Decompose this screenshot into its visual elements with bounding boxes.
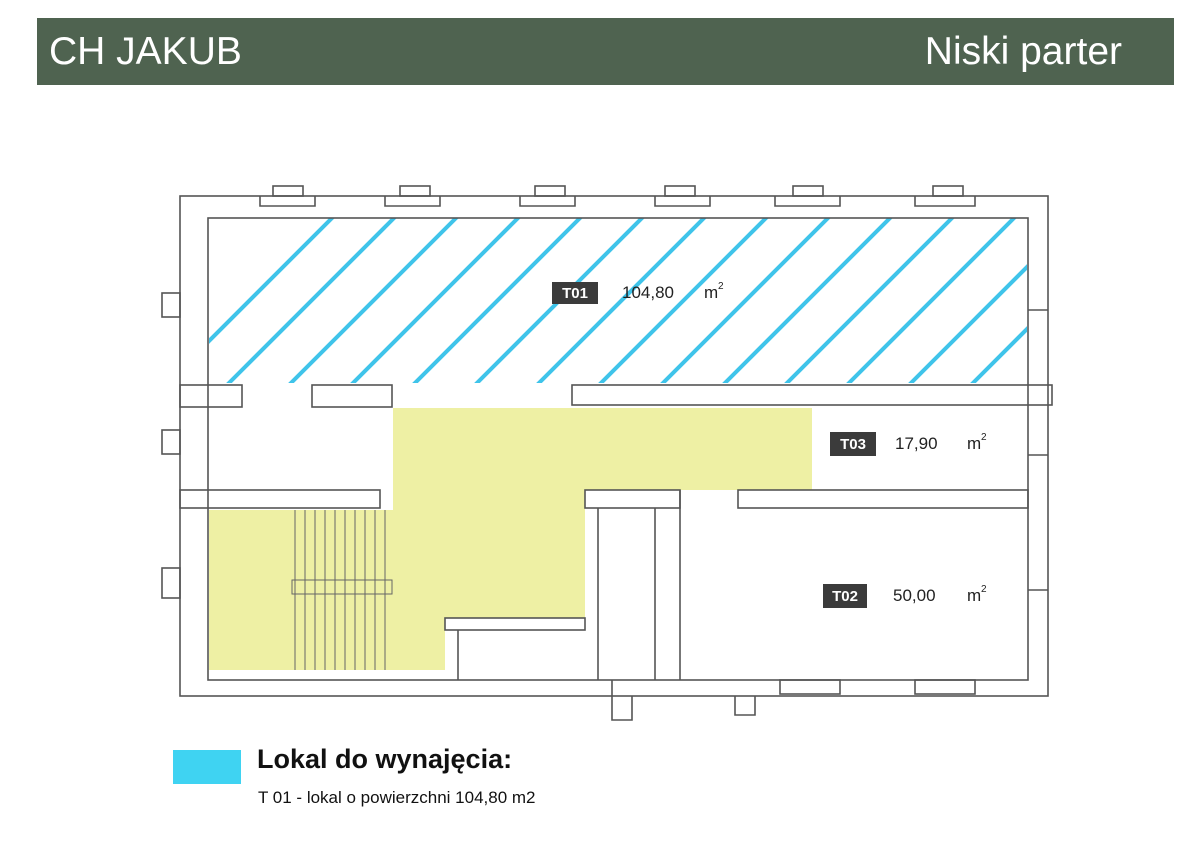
hatch-line: [350, 218, 521, 383]
legend-description: T 01 - lokal o powierzchni 104,80 m2: [258, 788, 536, 807]
hatch-line: [226, 218, 397, 383]
unit-t03-unit-exp: 2: [981, 432, 987, 443]
unit-t01-unit: m: [704, 283, 718, 302]
common-area: [209, 408, 812, 670]
legend-title: Lokal do wynajęcia:: [257, 744, 513, 774]
hatch-line: [288, 218, 459, 383]
hatch-line: [722, 218, 893, 383]
unit-t02-unit-exp: 2: [981, 584, 987, 595]
unit-t01-area-value: 104,80: [622, 283, 674, 302]
unit-t01-label: T01 104,80 m 2: [552, 281, 724, 304]
unit-t03-label: T03 17,90 m 2: [830, 432, 987, 456]
hatch-line: [1018, 200, 1200, 400]
unit-t02-area-value: 50,00: [893, 586, 936, 605]
building-name: CH JAKUB: [49, 29, 242, 73]
unit-t01-code: T01: [562, 285, 588, 302]
hatch-line: [908, 264, 1027, 383]
header-bar: CH JAKUB Niski parter: [37, 18, 1174, 85]
floor-name: Niski parter: [924, 29, 1122, 73]
hatch-line: [846, 218, 1017, 383]
hatch-line: [536, 218, 707, 383]
hatch-line: [660, 218, 831, 383]
walls: [161, 185, 1053, 721]
unit-t02-unit: m: [967, 586, 981, 605]
hatch-line: [598, 218, 769, 383]
hatch-line: [209, 218, 335, 344]
unit-t02-code: T02: [832, 588, 858, 605]
unit-t03-area-value: 17,90: [895, 434, 938, 453]
unit-t02-label: T02 50,00 m 2: [823, 584, 987, 608]
hatch-line: [970, 326, 1027, 383]
hatch-line: [1080, 200, 1200, 400]
unit-t03-code: T03: [840, 436, 866, 453]
hatch-line: [784, 218, 955, 383]
unit-t01-area[interactable]: [150, 200, 1200, 400]
unit-t03-unit: m: [967, 434, 981, 453]
legend-swatch: [173, 750, 241, 784]
hatch-line: [412, 218, 583, 383]
unit-t01-unit-exp: 2: [718, 281, 724, 292]
